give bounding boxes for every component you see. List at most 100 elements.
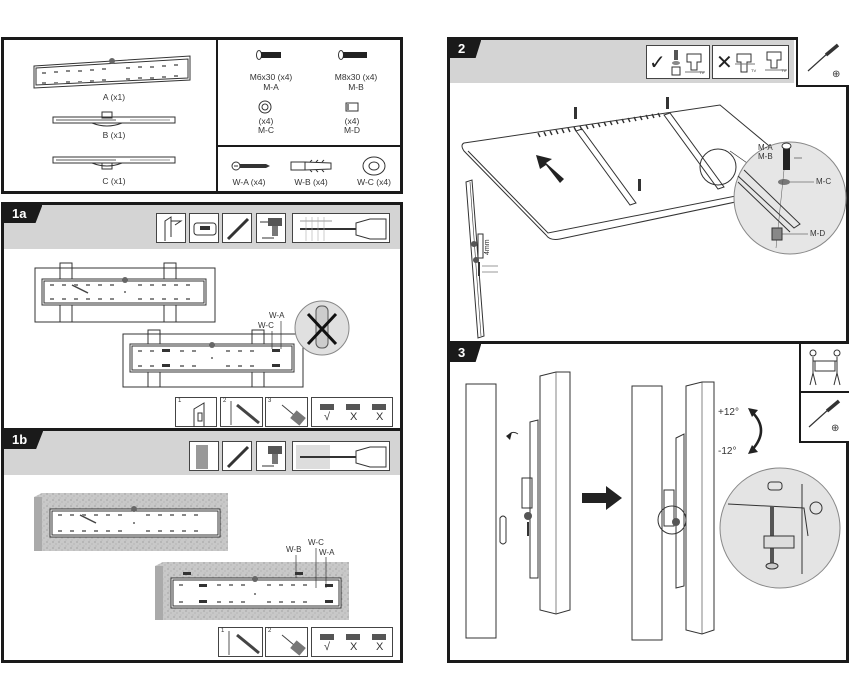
washer-m-c-icon	[258, 100, 272, 114]
drill-bit-depth-icon	[292, 213, 390, 243]
ok-mark: ✓	[649, 52, 666, 74]
w-c-label: W-C (x4)	[357, 177, 391, 187]
gap-4mm-label: 4mm	[484, 239, 491, 255]
concrete-wall-icon	[189, 441, 219, 471]
step-1b-callout-w-c: W-C	[308, 538, 324, 547]
pencil-icon	[222, 213, 252, 243]
bracket-c-drawing	[52, 156, 176, 170]
step-1a-tag: 1a	[4, 205, 43, 223]
washer-w-c-icon	[362, 156, 386, 176]
step-1a-substep-2: 2	[220, 397, 263, 427]
screwdriver-tool-box: ⊕	[796, 37, 849, 87]
bracket-b-label: B (x1)	[102, 130, 126, 140]
wall-screw-w-a-icon	[231, 161, 270, 171]
phillips-mark: ⊕	[831, 423, 840, 434]
step-1b-tag: 1b	[4, 431, 44, 449]
bad-mark: ✕	[716, 52, 733, 74]
step-2-tag: 2	[450, 40, 482, 58]
tilt-adjust-screw-detail	[719, 467, 841, 589]
step-3-screwdriver-box: ⊕	[799, 393, 849, 443]
callout-m-d: M-D	[810, 229, 826, 238]
m-d-code: M-D	[343, 125, 361, 135]
bracket-c-label: C (x1)	[102, 176, 126, 186]
step-1a-level-check: √ X X	[311, 397, 393, 427]
phillips-mark: ⊕	[832, 69, 841, 80]
step-1b-substep-2: 2	[265, 627, 308, 657]
no-drywall-anchor-icon	[294, 300, 350, 356]
tv-back-with-arms-drawing	[461, 97, 818, 240]
parts-divider-horizontal	[217, 145, 401, 147]
tv-label: TV	[699, 70, 705, 75]
stud-finder-wall-icon	[156, 213, 186, 243]
two-person-lift-box	[799, 344, 849, 393]
step-1a-wall-bracket-1	[34, 262, 216, 323]
bracket-a-drawing	[33, 55, 191, 89]
step-1b-callout-w-b: W-B	[286, 545, 302, 554]
m-b-code: M-B	[348, 82, 364, 92]
m-b-size: M8x30 (x4)	[334, 72, 378, 82]
step-1a-callout-w-c: W-C	[258, 321, 274, 330]
step-2-3-panel: 2 ✓ TV ✕ TV TV ⊕	[447, 37, 849, 663]
step-1b-callout-w-a: W-A	[319, 548, 335, 557]
w-a-label: W-A (x4)	[232, 177, 266, 187]
callout-m-c: M-C	[816, 177, 832, 186]
step-1a-callout-w-a: W-A	[269, 311, 285, 320]
pencil-icon	[222, 441, 252, 471]
step-1-panel: 1a W-A W-C	[1, 202, 403, 663]
tilt-up-label: +12°	[718, 407, 739, 418]
m-a-size: M6x30 (x4)	[249, 72, 293, 82]
step-3-arrow-icon	[582, 486, 622, 510]
tilt-down-label: -12°	[718, 446, 737, 457]
step-1b-callout-lines	[295, 548, 327, 588]
tv-side-view-drawing	[465, 179, 498, 339]
tilt-arrow-icon	[748, 408, 763, 454]
masonry-bit-depth-icon	[292, 441, 390, 471]
step-1b-concrete-bracket-2	[155, 562, 349, 620]
step-2-3-divider	[450, 341, 846, 344]
tv-label: TV	[751, 68, 757, 73]
tv-label: TV	[781, 68, 787, 73]
anchor-w-b-icon	[290, 159, 332, 173]
step-1a-substep-3: 3	[265, 397, 308, 427]
m-d-qty: (x4)	[344, 116, 360, 126]
step-3-tag: 3	[450, 344, 482, 362]
drill-icon	[256, 441, 286, 471]
step-1a-substep-1: 1	[175, 397, 217, 427]
m-c-qty: (x4)	[258, 116, 274, 126]
screwdriver-icon	[807, 43, 840, 72]
m-a-code: M-A	[263, 82, 279, 92]
level-ok-mark: √	[324, 641, 331, 653]
substep-number: 1	[221, 628, 225, 634]
stud-finder-icon	[189, 213, 219, 243]
incorrect-mounting-icon: ✕ TV TV	[712, 45, 789, 79]
step-3-after-hanging-drawing	[631, 381, 715, 641]
step-1a-1b-divider	[4, 428, 400, 431]
step-1b-level-check: √ X X	[311, 627, 393, 657]
step-1a-wall-bracket-2	[122, 329, 304, 388]
parts-divider-vertical	[216, 40, 218, 191]
mounting-hardware-detail	[733, 141, 847, 255]
step-3-before-hanging-drawing	[465, 371, 571, 639]
step-1b-concrete-bracket-1	[34, 493, 228, 551]
step-1b-substep-1: 1	[218, 627, 263, 657]
drill-icon	[256, 213, 286, 243]
parts-panel: A (x1) B (x1) C (x1) M6x30 (x4) M-A M8x3…	[1, 37, 403, 194]
level-bad-mark: X	[376, 411, 384, 423]
substep-number: 1	[178, 398, 182, 404]
w-b-label: W-B (x4)	[294, 177, 328, 187]
substep-number: 2	[268, 628, 272, 634]
substep-number: 3	[268, 398, 272, 404]
level-bad-mark: X	[376, 641, 384, 653]
callout-m-a: M-A	[758, 143, 773, 152]
substep-number: 2	[223, 398, 227, 404]
correct-spacer-usage-icon: ✓ TV	[646, 45, 710, 79]
m-c-code: M-C	[257, 125, 275, 135]
screw-m-b-icon	[338, 50, 367, 60]
bracket-a-label: A (x1)	[102, 92, 126, 102]
screw-m-a-icon	[256, 50, 281, 60]
step-1a-callout-lines	[271, 321, 282, 349]
callout-m-b: M-B	[758, 152, 773, 161]
two-person-lift-icon	[809, 349, 841, 386]
spacer-m-d-icon	[345, 102, 359, 112]
level-bad-mark: X	[350, 411, 358, 423]
